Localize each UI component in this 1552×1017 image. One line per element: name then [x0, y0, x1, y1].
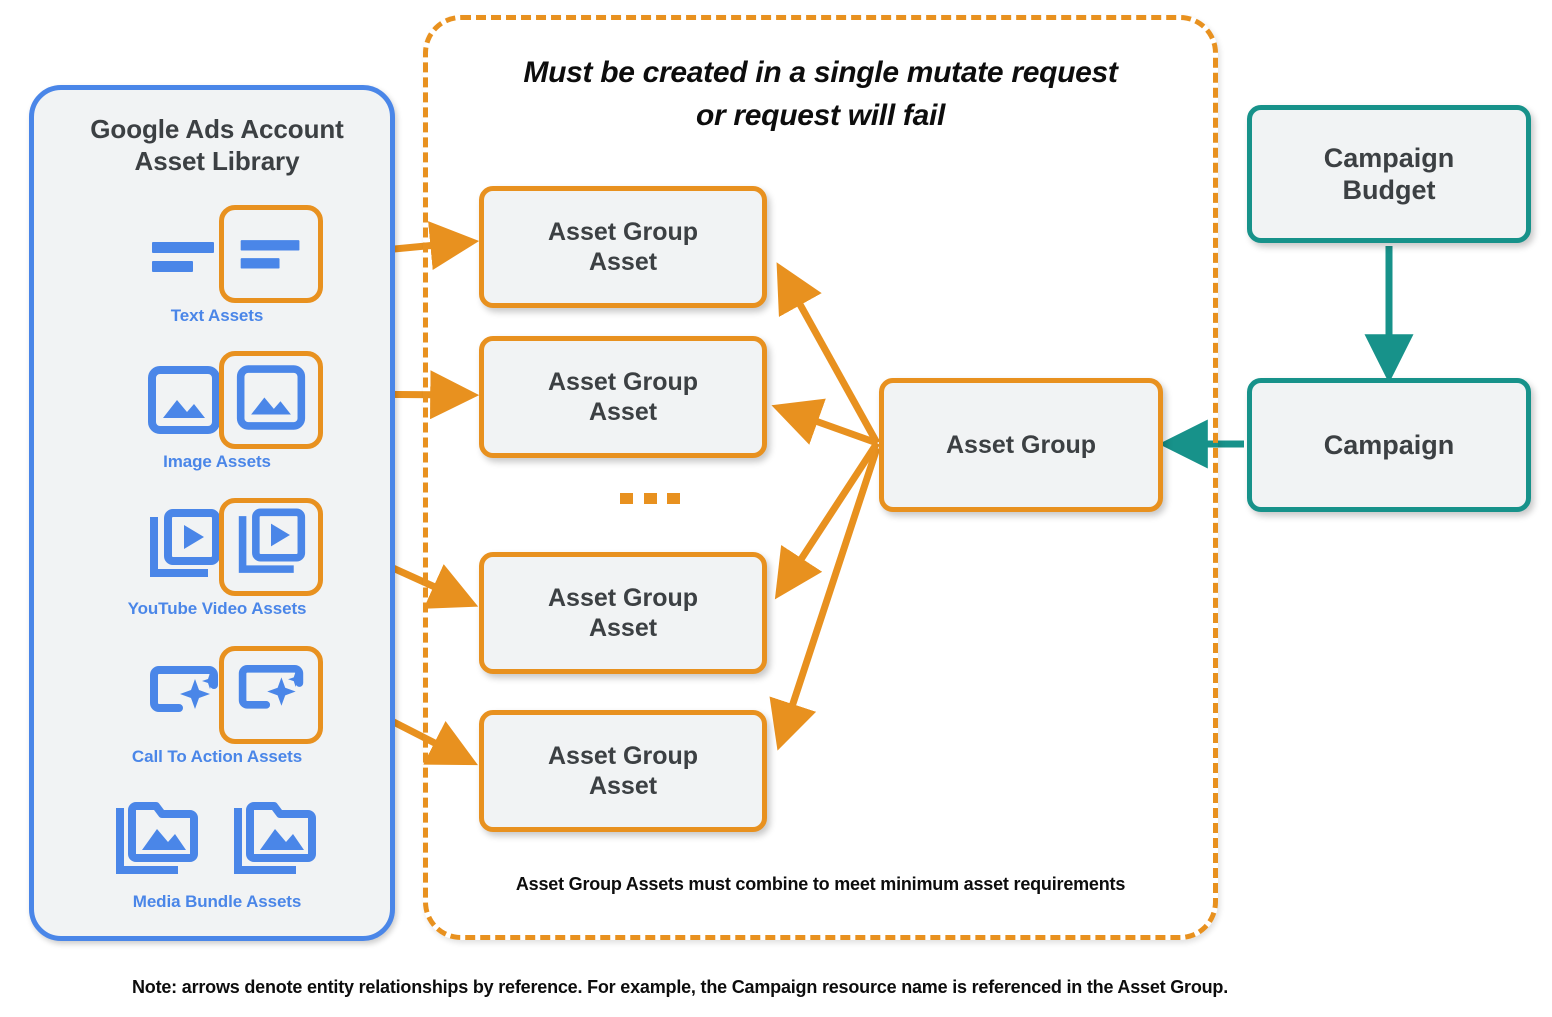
mutate-request-footnote: Asset Group Assets must combine to meet … — [515, 874, 1126, 894]
aga-2-line1: Asset Group — [547, 368, 699, 396]
text-lines-icon-selected[interactable] — [219, 205, 323, 303]
asset-row-video[interactable]: YouTube Video Assets — [34, 495, 400, 635]
campaign-budget-line2: Budget — [1342, 175, 1436, 205]
video-stack-icon — [146, 509, 222, 585]
asset-library-title: Google Ads Account Asset Library — [34, 114, 400, 177]
campaign-budget-line1: Campaign — [1323, 142, 1455, 173]
campaign-label: Campaign — [1323, 429, 1455, 460]
asset-icons-video — [34, 495, 400, 599]
asset-library-title-line1: Google Ads Account — [90, 114, 344, 144]
asset-row-image[interactable]: Image Assets — [34, 348, 400, 488]
asset-library-panel: Google Ads Account Asset Library — [29, 85, 395, 941]
asset-group-node[interactable]: Asset Group — [879, 378, 1163, 512]
asset-icons-media-bundle — [34, 788, 400, 892]
asset-group-asset-node-1[interactable]: Asset Group Asset — [479, 186, 767, 308]
text-lines-icon-glyph — [235, 216, 307, 293]
ellipsis-dot-1 — [620, 492, 633, 504]
video-stack-icon-selected[interactable] — [219, 498, 323, 596]
asset-group-asset-label-4: Asset Group Asset — [538, 741, 708, 801]
asset-caption-image: Image Assets — [163, 452, 271, 471]
aga-3-line1: Asset Group — [547, 584, 699, 612]
asset-group-asset-label-2: Asset Group Asset — [538, 367, 708, 427]
aga-4-line1: Asset Group — [547, 742, 699, 770]
campaign-budget-label: Campaign Budget — [1314, 142, 1465, 207]
asset-row-media-bundle[interactable]: Media Bundle Assets — [34, 788, 400, 928]
video-stack-icon-glyph — [235, 508, 307, 586]
asset-library-title-line2: Asset Library — [134, 145, 300, 176]
asset-row-cta[interactable]: Call To Action Assets — [34, 643, 400, 783]
aga-2-line2: Asset — [588, 398, 658, 426]
asset-caption-media-bundle: Media Bundle Assets — [132, 892, 302, 911]
mutate-request-title-line1: Must be created in a single mutate reque… — [523, 56, 1118, 89]
call-to-action-sparkle-icon-glyph — [235, 657, 307, 734]
aga-3-line2: Asset — [588, 614, 658, 642]
media-bundle-folder-icon-2 — [230, 796, 316, 882]
aga-1-line1: Asset Group — [547, 218, 699, 246]
ellipsis-dot-3 — [667, 492, 680, 504]
image-icon-glyph — [235, 362, 307, 439]
image-icon-selected[interactable] — [219, 351, 323, 449]
text-lines-icon — [146, 216, 222, 292]
footer-note: Note: arrows denote entity relationships… — [131, 977, 1229, 997]
ellipsis-indicator — [620, 488, 680, 508]
mutate-request-title-line2: or request will fail — [695, 98, 946, 132]
ellipsis-dot-2 — [643, 492, 657, 504]
asset-group-asset-node-3[interactable]: Asset Group Asset — [479, 552, 767, 674]
aga-4-line2: Asset — [588, 772, 658, 800]
media-bundle-folder-icon — [112, 796, 198, 882]
asset-caption-cta: Call To Action Assets — [131, 747, 303, 766]
asset-group-asset-label-3: Asset Group Asset — [538, 583, 708, 643]
asset-group-asset-label-1: Asset Group Asset — [538, 217, 708, 277]
asset-group-label: Asset Group — [945, 431, 1097, 459]
asset-icons-text — [34, 202, 400, 306]
asset-group-asset-node-4[interactable]: Asset Group Asset — [479, 710, 767, 832]
call-to-action-sparkle-icon-selected[interactable] — [219, 646, 323, 744]
asset-icons-cta — [34, 643, 400, 747]
asset-caption-text: Text Assets — [170, 306, 264, 325]
asset-icons-image — [34, 348, 400, 452]
aga-1-line2: Asset — [588, 248, 658, 276]
asset-group-asset-node-2[interactable]: Asset Group Asset — [479, 336, 767, 458]
campaign-node[interactable]: Campaign — [1247, 378, 1531, 512]
call-to-action-sparkle-icon — [146, 657, 222, 733]
mutate-request-container — [423, 15, 1218, 940]
asset-caption-video: YouTube Video Assets — [127, 599, 307, 618]
asset-row-text[interactable]: Text Assets — [34, 202, 400, 342]
campaign-budget-node[interactable]: Campaign Budget — [1247, 105, 1531, 243]
mutate-request-title: Must be created in a single mutate reque… — [423, 52, 1218, 137]
image-icon — [146, 362, 222, 438]
